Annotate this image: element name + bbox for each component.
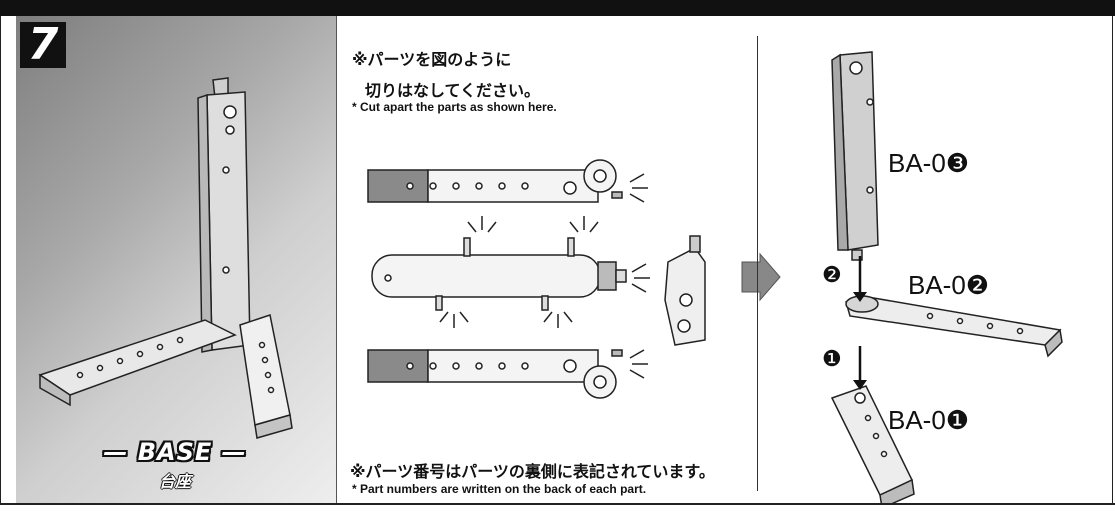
runner-part-3 — [367, 349, 623, 399]
runner-part-2 — [371, 237, 627, 311]
part-label-ba01: BA-0❶ — [888, 405, 970, 435]
base-stand-illustration — [38, 77, 293, 439]
step-mark-1: ❶ — [822, 346, 842, 371]
part-label-ba02: BA-0❷ — [908, 270, 990, 300]
instruction-en: * Cut apart the parts as shown here. — [352, 100, 557, 114]
cut-marks — [439, 173, 650, 379]
base-subtitle: 台座 — [158, 472, 191, 491]
instruction-jp-line1: ※パーツを図のように — [352, 50, 512, 69]
cut-parts-illustration — [367, 159, 706, 399]
part-ba03-drawing — [831, 51, 879, 261]
bottom-bar — [0, 503, 1115, 521]
step-mark-2: ❷ — [822, 262, 842, 287]
note-jp: ※パーツ番号はパーツの裏側に表記されています。 — [350, 462, 715, 481]
section-divider — [757, 36, 758, 491]
top-bar — [0, 0, 1115, 16]
runner-part-1 — [367, 159, 623, 203]
next-step-arrow — [741, 252, 781, 302]
part-ba01-drawing — [830, 385, 915, 510]
note-en: * Part numbers are written on the back o… — [352, 482, 647, 496]
bracket-part — [664, 235, 706, 346]
step-number: 7 — [20, 22, 66, 68]
assembly-illustration — [830, 51, 1063, 510]
base-title: — BASE — — [103, 438, 247, 466]
part-ba02-drawing — [845, 295, 1063, 358]
instruction-jp-line2: 切りはなしてください。 — [365, 81, 541, 100]
part-label-ba03: BA-0❸ — [888, 148, 970, 178]
